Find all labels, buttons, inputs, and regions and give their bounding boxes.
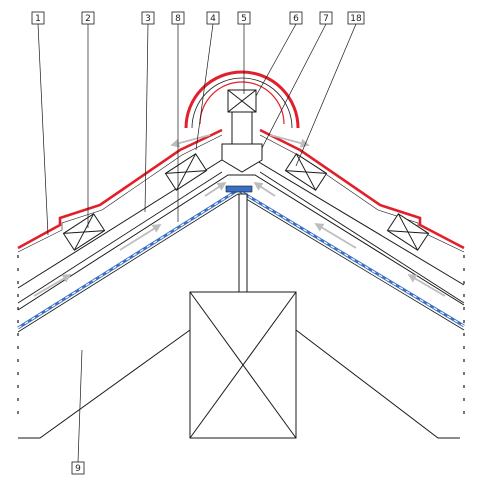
svg-text:18: 18 (350, 14, 362, 24)
leader-lines (37, 23, 357, 463)
label-8: 8 (171, 11, 185, 25)
lower-rafter-line (17, 174, 465, 311)
label-18: 18 (347, 11, 365, 25)
label-2: 2 (81, 11, 95, 25)
underlay-membrane (17, 185, 465, 333)
ridge-cap (184, 70, 300, 129)
svg-text:1: 1 (35, 14, 41, 24)
airflow-arrows (33, 134, 446, 297)
label-5: 5 (237, 11, 251, 25)
roof-battens (62, 153, 430, 251)
ridge-batten-holder (231, 111, 253, 145)
svg-text:4: 4 (210, 14, 216, 24)
label-6: 6 (289, 11, 303, 25)
label-3: 3 (141, 11, 155, 25)
svg-text:3: 3 (145, 14, 151, 24)
label-1: 1 (31, 11, 45, 25)
svg-text:7: 7 (323, 14, 329, 24)
ridge-post (221, 89, 263, 173)
king-post (189, 193, 297, 439)
svg-text:9: 9 (75, 464, 81, 474)
svg-text:2: 2 (85, 14, 91, 24)
label-4: 4 (206, 11, 220, 25)
right-ceiling-line (295, 329, 460, 439)
left-ceiling-line (18, 329, 191, 439)
svg-text:5: 5 (241, 14, 247, 24)
counter-batten-line (17, 171, 465, 304)
wall-edge-dashes (17, 255, 465, 420)
svg-text:6: 6 (293, 14, 299, 24)
roof-tiles (17, 128, 465, 253)
svg-text:8: 8 (175, 14, 181, 24)
label-9: 9 (71, 461, 85, 475)
label-7: 7 (319, 11, 333, 25)
